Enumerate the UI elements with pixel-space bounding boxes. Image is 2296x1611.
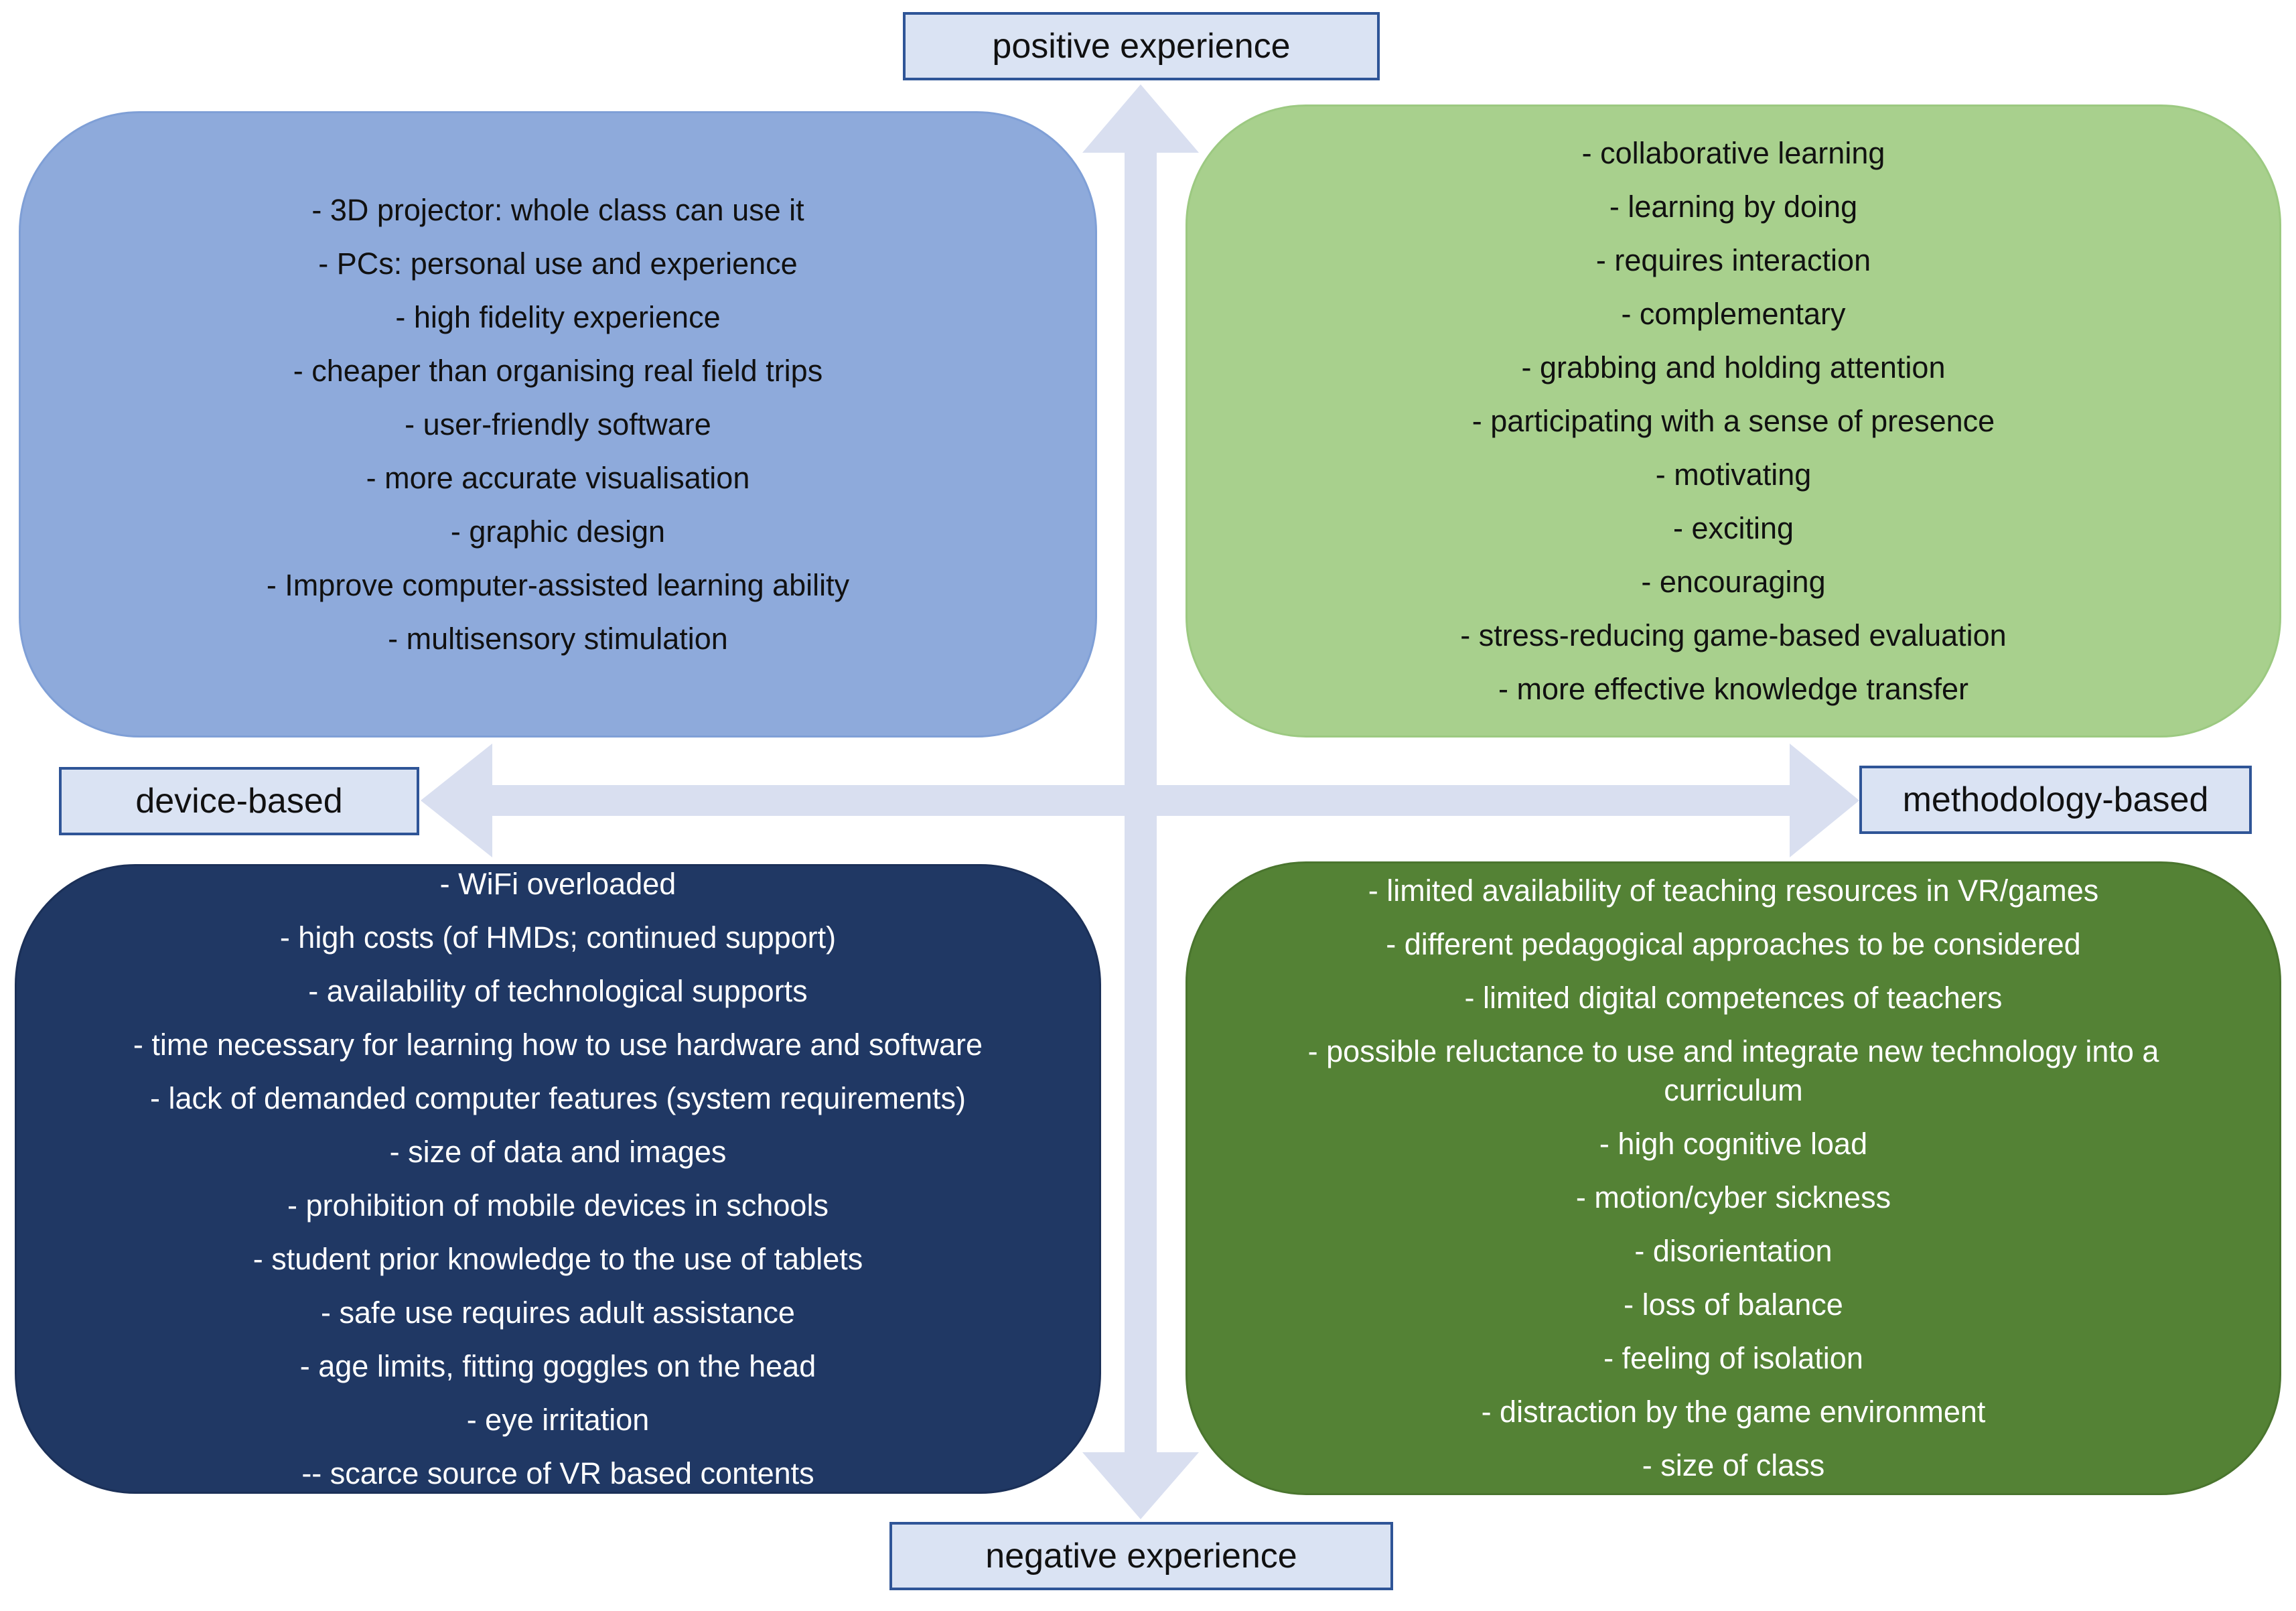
list-item: - more effective knowledge transfer (1498, 671, 1968, 706)
list-item: - user-friendly software (405, 407, 711, 441)
list-item: - grabbing and holding attention (1521, 350, 1946, 384)
list-item: - Improve computer-assisted learning abi… (266, 567, 850, 602)
list-item: - prohibition of mobile devices in schoo… (287, 1188, 829, 1222)
list-item: - motion/cyber sickness (1575, 1180, 1891, 1214)
list-item: - encouraging (1641, 564, 1826, 599)
list-item: - high cognitive load (1599, 1127, 1868, 1161)
list-item: - feeling of isolation (1603, 1341, 1863, 1375)
list-item: - high fidelity experience (395, 299, 721, 334)
horizontal-axis-arrow (421, 744, 1859, 857)
axis-label-negative-experience: negative experience (889, 1522, 1393, 1590)
quadrant-device-positive-list: - 3D projector: whole class can use it -… (267, 184, 849, 666)
list-item: - availability of technological supports (308, 974, 808, 1008)
list-item: - size of data and images (389, 1135, 727, 1169)
quadrant-methodology-positive: - collaborative learning - learning by d… (1186, 104, 2281, 738)
list-item: - age limits, fitting goggles on the hea… (299, 1349, 816, 1383)
list-item: - limited digital competences of teacher… (1464, 981, 2003, 1015)
list-item: - PCs: personal use and experience (318, 246, 798, 281)
list-item: - motivating (1655, 457, 1812, 492)
list-item: - exciting (1672, 510, 1794, 545)
list-item: - lack of demanded computer features (sy… (149, 1081, 966, 1115)
quadrant-methodology-negative: - limited availability of teaching resou… (1186, 861, 2281, 1495)
quadrant-device-negative-list: - WiFi overloaded - high costs (of HMDs;… (133, 857, 983, 1500)
list-item: - disorientation (1634, 1234, 1833, 1268)
list-item: - complementary (1621, 296, 1846, 331)
list-item: - size of class (1642, 1448, 1825, 1482)
list-item: - WiFi overloaded (439, 867, 676, 901)
list-item: - safe use requires adult assistance (321, 1295, 795, 1330)
quadrant-device-negative: - WiFi overloaded - high costs (of HMDs;… (15, 864, 1101, 1494)
list-item: - loss of balance (1624, 1287, 1843, 1322)
list-item: - time necessary for learning how to use… (133, 1028, 983, 1062)
list-item: - different pedagogical approaches to be… (1386, 927, 2081, 961)
list-item: - eye irritation (466, 1403, 650, 1437)
quadrant-device-positive: - 3D projector: whole class can use it -… (19, 111, 1097, 738)
list-item: - participating with a sense of presence (1472, 403, 1995, 438)
list-item: - graphic design (450, 514, 666, 549)
axis-label-methodology-based: methodology-based (1859, 766, 2252, 834)
quadrant-methodology-positive-list: - collaborative learning - learning by d… (1460, 127, 2006, 716)
list-item: - student prior knowledge to the use of … (253, 1242, 863, 1276)
list-item: - limited availability of teaching resou… (1368, 873, 2099, 908)
list-item: - requires interaction (1595, 242, 1871, 277)
list-item: - distraction by the game environment (1481, 1395, 1986, 1429)
axis-label-positive-experience: positive experience (903, 12, 1380, 80)
list-item: - possible reluctance to use and integra… (1307, 1034, 2159, 1107)
axis-label-device-based: device-based (59, 767, 419, 835)
list-item: - cheaper than organising real field tri… (293, 353, 823, 388)
list-item: - stress-reducing game-based evaluation (1460, 618, 2007, 652)
list-item: - high costs (of HMDs; continued support… (279, 920, 837, 955)
quadrant-methodology-negative-list: - limited availability of teaching resou… (1188, 864, 2279, 1492)
list-item: - multisensory stimulation (388, 621, 728, 656)
list-item: - learning by doing (1609, 189, 1858, 224)
list-item: -- scarce source of VR based contents (301, 1456, 814, 1490)
list-item: - collaborative learning (1581, 135, 1885, 170)
list-item: - 3D projector: whole class can use it (311, 192, 804, 227)
list-item: - more accurate visualisation (366, 460, 750, 495)
